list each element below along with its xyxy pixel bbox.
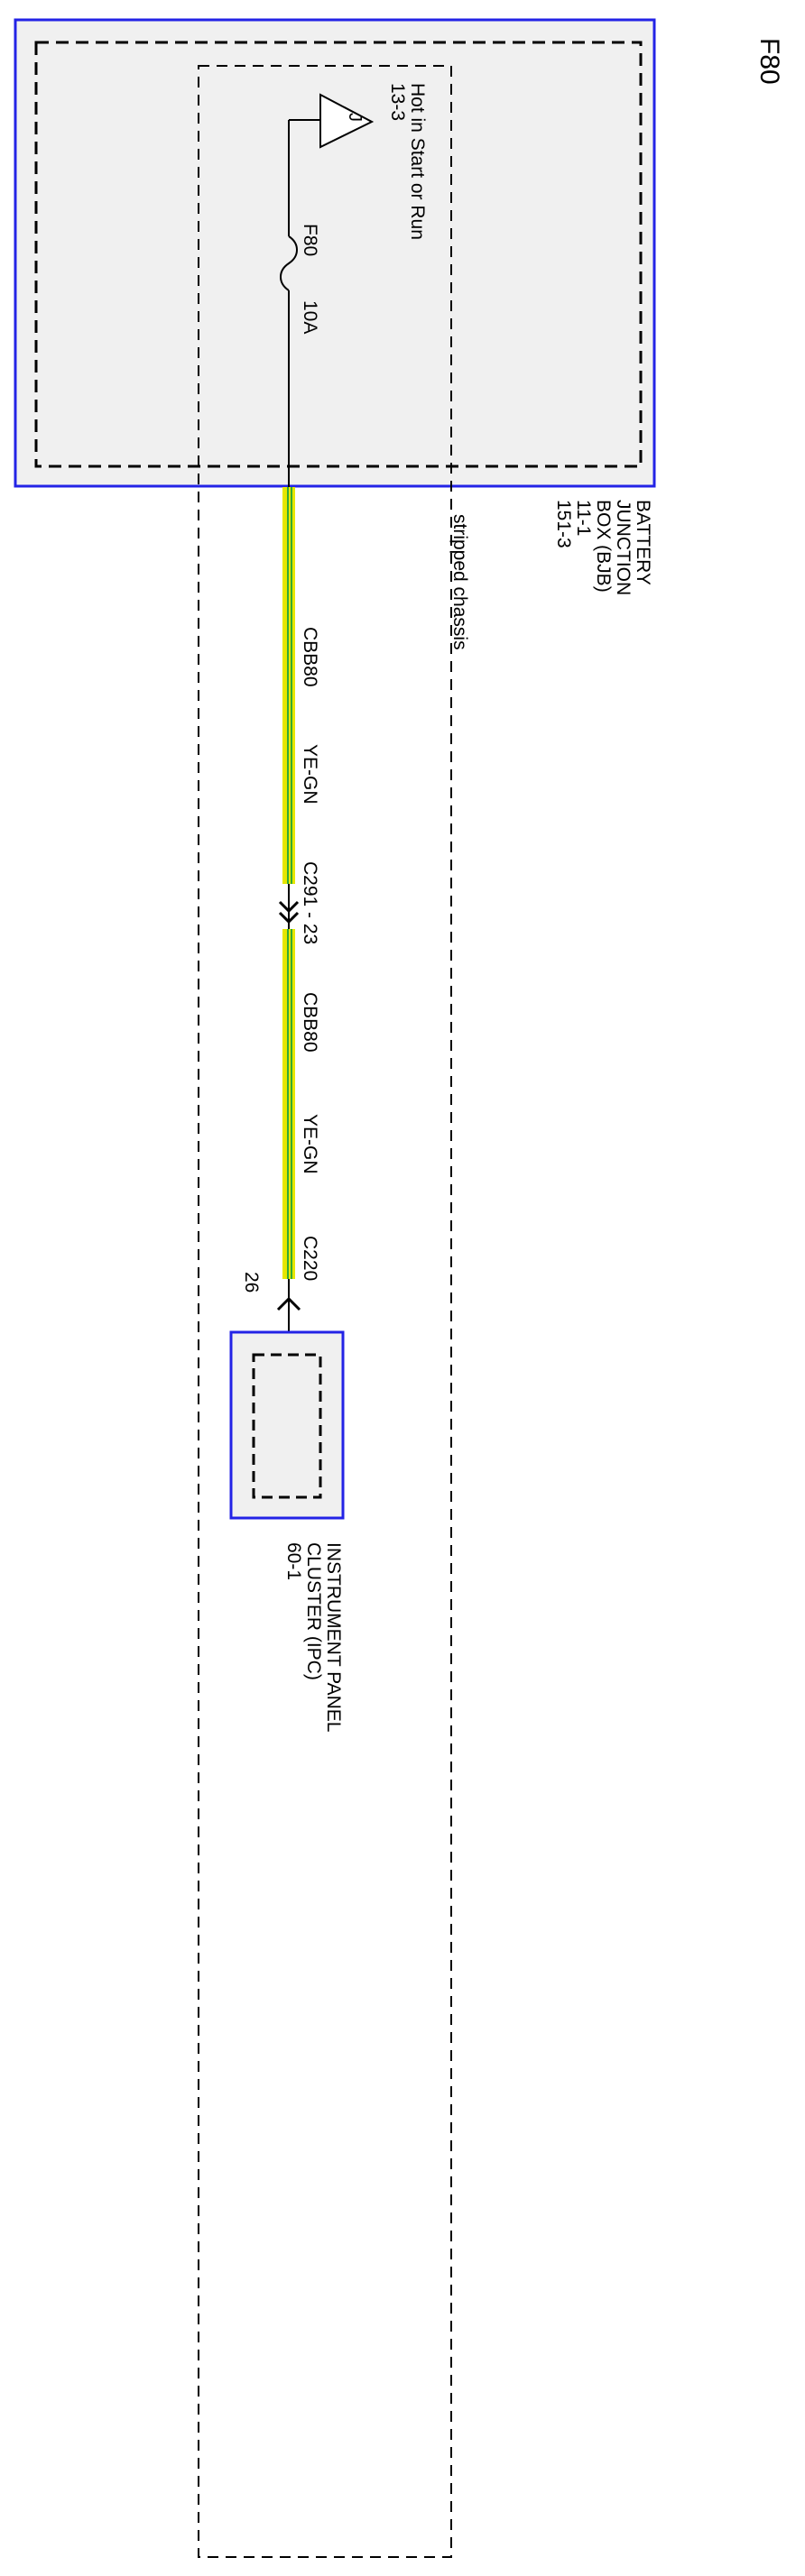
wire-segment-1[interactable]: [282, 487, 295, 884]
bjb-ref-2: 151-3: [553, 500, 574, 548]
bjb-name-line-3: BOX (BJB): [593, 500, 614, 593]
wire-2-circuit: CBB80: [300, 992, 320, 1053]
ipc-label: INSTRUMENT PANEL CLUSTER (IPC) 60-1: [283, 1542, 344, 1732]
wire-segment-2[interactable]: [282, 929, 295, 1279]
battery-junction-box[interactable]: [14, 18, 656, 488]
region-label: stripped chassis: [449, 514, 470, 650]
fuse-rating: 10A: [300, 300, 320, 334]
ipc-name-line-1: INSTRUMENT PANEL: [323, 1542, 344, 1732]
bjb-name-line-2: JUNCTION: [613, 500, 634, 595]
inline-connector-symbol[interactable]: [278, 884, 300, 929]
wire-1-color: YE-GN: [300, 744, 320, 805]
inline-connector-id: C291 - 23: [300, 861, 320, 944]
power-source-label: Hot in Start or Run: [407, 83, 428, 240]
power-source-letter: J: [345, 113, 365, 122]
bjb-name-line-1: BATTERY: [633, 500, 653, 585]
ipc-ref: 60-1: [283, 1542, 304, 1580]
ipc-name-line-2: CLUSTER (IPC): [303, 1542, 324, 1680]
wire-1-circuit: CBB80: [300, 627, 320, 687]
fuse-symbol[interactable]: [280, 235, 298, 291]
bjb-label: BATTERY JUNCTION BOX (BJB) 11-1 151-3: [553, 500, 653, 595]
fuse-id: F80: [300, 224, 320, 256]
end-connector-pin: 26: [241, 1272, 262, 1293]
page-title: F80: [754, 38, 784, 85]
power-source-symbol: [289, 93, 375, 149]
wire-2-color: YE-GN: [300, 1114, 320, 1174]
power-source-ref: 13-3: [387, 83, 408, 121]
stripped-chassis-region: [198, 65, 452, 2558]
bjb-ref-1: 11-1: [573, 500, 594, 536]
end-connector-id: C220: [300, 1236, 320, 1281]
instrument-panel-cluster[interactable]: [229, 1330, 345, 1520]
